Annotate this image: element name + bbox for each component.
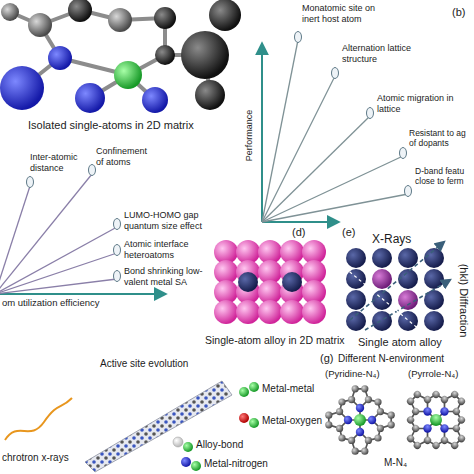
callout-text: Resistant to ag of dopants (409, 128, 471, 148)
panel-caption: Different N-environment (338, 353, 444, 365)
molecule-label: M-N₄ (384, 457, 407, 469)
single-atom-render (0, 0, 241, 113)
panel-letter: (d) (292, 226, 305, 239)
bond-label: Metal-metal (262, 383, 314, 395)
callout-text: Bond shrinking low-valent metal SA (124, 266, 214, 288)
callout-text: LUMO-HOMO gap quantum size effect (124, 210, 210, 232)
panel-letter: (b) (452, 6, 465, 19)
bond-label: Metal-oxygen (262, 415, 322, 427)
beam-label: X-Rays (372, 232, 411, 246)
beam-label: (hkl) Diffraction (457, 263, 470, 337)
performance-fan (262, 32, 412, 223)
callout-text: Alternation lattice structure (342, 43, 424, 65)
alloy-cage (214, 240, 326, 324)
callout-text: Confinement of atoms (96, 146, 152, 168)
panel-caption: Isolated single-atoms in 2D matrix (28, 119, 194, 132)
callout-text: Atomic interface heteroatoms (124, 239, 204, 261)
panel-letter: (e) (342, 226, 355, 239)
alloy-lattice (345, 242, 450, 331)
axis-label: Performance (244, 109, 255, 161)
panel-letter: (g) (320, 352, 333, 365)
panel-caption: Single-atom alloy in 2D matrix (205, 334, 344, 347)
beam-label: chrotron x-rays (2, 452, 69, 464)
molecule-label: (Pyrrole-N₄) (408, 368, 458, 379)
callout-text: Monatomic site on inert host atom (302, 3, 382, 25)
bond-label: Alloy-bond (196, 439, 243, 451)
panel-caption: Active site evolution (100, 358, 188, 370)
molecule-label: (Pyridine-N₄) (325, 368, 380, 379)
panel-caption: Single atom alloy (358, 336, 442, 349)
callout-text: D-band featu close to ferm (415, 166, 471, 186)
bond-label: Metal-nitrogen (204, 458, 268, 470)
callout-text: Inter-atomic distance (30, 152, 85, 174)
mn4-molecules (325, 371, 474, 469)
callout-text: Atomic migration in lattice (377, 93, 463, 115)
axis-label: om utilization efficiency (2, 297, 100, 308)
